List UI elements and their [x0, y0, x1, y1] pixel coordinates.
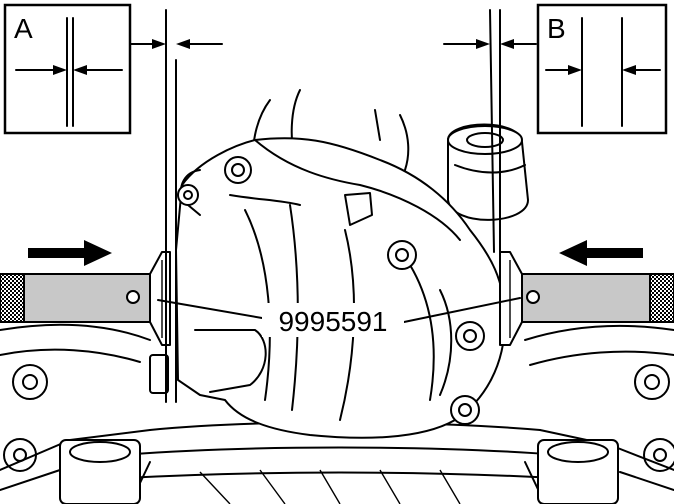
arrow-right-icon	[28, 240, 112, 266]
reference-line-left	[165, 9, 177, 403]
mount-bushing-left-lower	[59, 439, 141, 504]
housing-bolt-5	[450, 395, 480, 425]
arrow-left-icon	[559, 240, 643, 266]
detail-box-b: B	[536, 3, 668, 135]
gap-indicator-right	[443, 39, 537, 49]
bolt-right-subframe	[634, 364, 674, 472]
bolt-left-subframe	[3, 364, 48, 472]
tool-number-label: 9995591	[278, 306, 387, 337]
housing-bolt-1	[224, 156, 252, 184]
detail-label-b: B	[547, 13, 566, 44]
reference-line-right	[489, 9, 501, 253]
alignment-tool-left	[0, 251, 171, 346]
mount-bushing-right-lower	[537, 439, 619, 504]
tool-number-backdrop	[262, 303, 404, 337]
housing-bolt-3	[387, 240, 417, 270]
rubber-mount	[447, 123, 529, 221]
housing-bolt-4	[455, 321, 485, 351]
detail-box-a: A	[3, 3, 132, 135]
detail-label-a: A	[14, 13, 33, 44]
housing-bolt-2	[177, 184, 199, 206]
alignment-tool-right	[499, 251, 674, 346]
gap-indicator-left	[129, 39, 223, 49]
differential-housing	[175, 137, 506, 439]
housing-bolt-6	[149, 354, 169, 394]
